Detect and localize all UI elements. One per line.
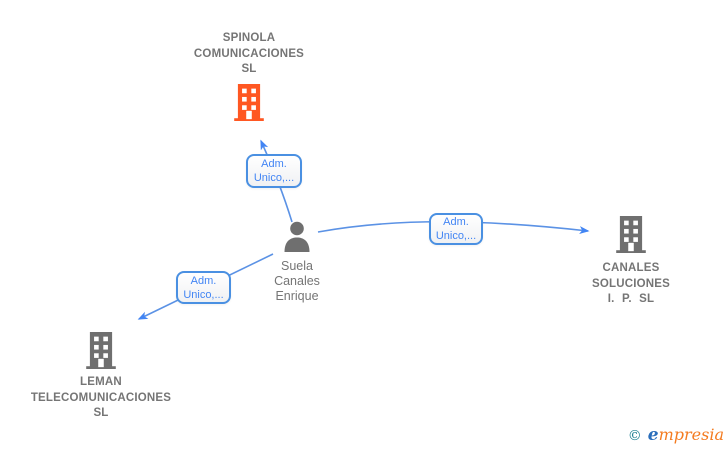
node-spinola-comunicaciones[interactable]: SPINOLA COMUNICACIONES SL	[159, 31, 339, 121]
company-name-line: SPINOLA	[222, 32, 276, 44]
company-name: LEMAN TELECOMUNICACIONES SL	[15, 375, 187, 422]
edge-label-adm-unico-right[interactable]: Adm. Unico,...	[429, 213, 483, 245]
building-icon	[561, 216, 701, 253]
edge-label-line: Unico,...	[253, 172, 295, 184]
company-name-line: I. P. SL	[607, 293, 655, 305]
person-icon	[247, 220, 347, 254]
edge-label-line: Adm.	[443, 216, 469, 228]
empresia-logo-text: mpresia	[658, 425, 724, 444]
edge-label-line: Adm.	[190, 274, 217, 287]
company-name-line: LEMAN	[80, 376, 122, 388]
node-person-suela-canales[interactable]: Suela Canales Enrique	[247, 220, 347, 304]
person-name-line: Canales	[274, 274, 320, 288]
empresia-logo-e: e	[647, 425, 659, 445]
company-name-line: CANALES	[602, 262, 660, 274]
person-name-line: Suela	[281, 259, 313, 273]
company-name-line: SOLUCIONES	[591, 277, 671, 290]
company-name: SPINOLA COMUNICACIONES SL	[159, 31, 339, 78]
company-name-line: COMUNICACIONES	[193, 47, 305, 60]
empresia-logo[interactable]: © empresia	[628, 425, 724, 445]
copyright-icon: ©	[627, 428, 642, 444]
edge-label-adm-unico-top[interactable]: Adm. Unico,...	[246, 154, 302, 188]
person-name: Suela Canales Enrique	[247, 259, 347, 304]
node-canales-soluciones[interactable]: CANALES SOLUCIONES I. P. SL	[561, 216, 701, 308]
company-name: CANALES SOLUCIONES I. P. SL	[561, 261, 701, 308]
edge-label-line: Adm.	[261, 158, 287, 170]
building-icon	[159, 83, 339, 121]
building-icon	[15, 332, 187, 369]
company-name-line: SL	[93, 407, 109, 419]
person-name-line: Enrique	[275, 289, 319, 303]
edge-label-adm-unico-left[interactable]: Adm. Unico,...	[176, 271, 231, 304]
node-leman-telecomunicaciones[interactable]: LEMAN TELECOMUNICACIONES SL	[15, 332, 187, 422]
edge-label-line: Unico,...	[435, 230, 477, 242]
edge-label-line: Unico,...	[183, 288, 224, 301]
company-name-line: SL	[241, 63, 257, 75]
company-name-line: TELECOMUNICACIONES	[30, 391, 172, 404]
